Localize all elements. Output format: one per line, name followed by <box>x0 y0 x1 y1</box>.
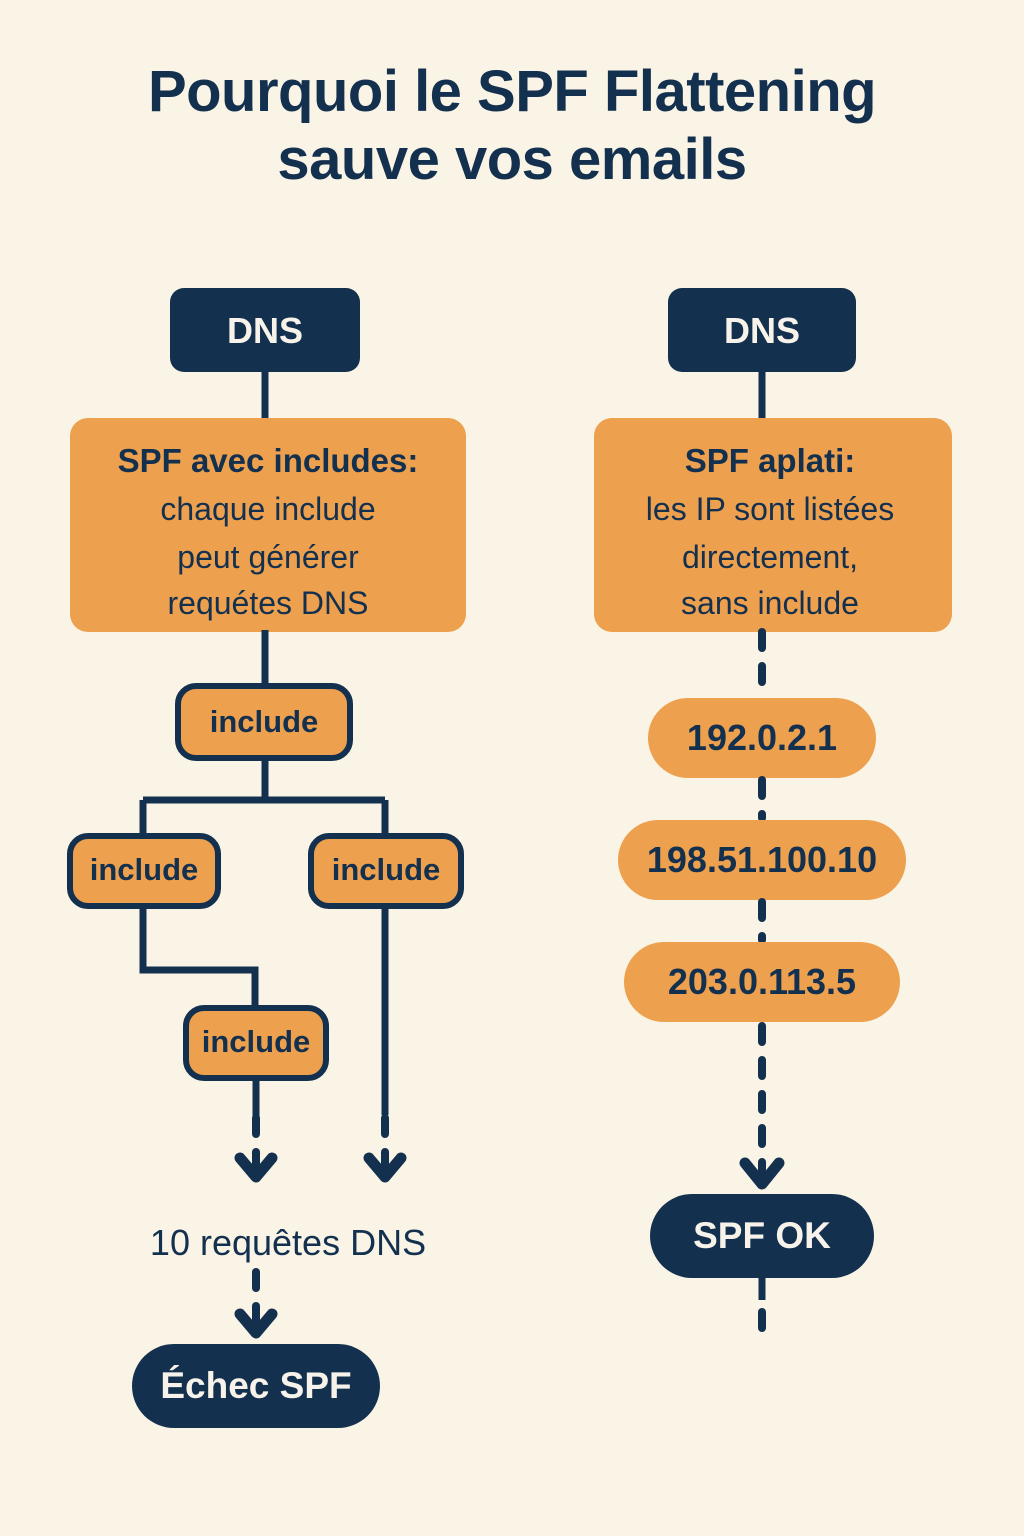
right-description-line-3: sans include <box>681 585 859 621</box>
left-dns-header-label: DNS <box>227 310 303 351</box>
left-include-node-1-label: include <box>210 704 319 739</box>
left-include-node-3-label: include <box>332 852 441 887</box>
right-ip-pill-1-label: 192.0.2.1 <box>687 717 837 758</box>
right-result-label: SPF OK <box>693 1215 831 1256</box>
right-dns-header-label: DNS <box>724 310 800 351</box>
right-arrowhead-result-icon <box>739 1157 785 1190</box>
left-arrowhead-a-icon <box>234 1152 278 1183</box>
left-result-pill <box>132 1344 380 1428</box>
left-arrowhead-b-icon <box>363 1152 407 1183</box>
left-result-label: Échec SPF <box>160 1365 351 1406</box>
left-description-line-3: requétes DNS <box>168 585 369 621</box>
right-ip-pill-2 <box>618 820 906 900</box>
left-description-line-2: peut générer <box>177 539 359 575</box>
page-title: Pourquoi le SPF Flattening sauve vos ema… <box>147 59 877 192</box>
left-query-count-annotation: 10 requêtes DNS <box>150 1222 426 1263</box>
right-description-heading: SPF aplati: <box>685 442 856 479</box>
right-ip-pill-3-label: 203.0.113.5 <box>668 961 856 1002</box>
right-ip-pill-2-label: 198.51.100.10 <box>647 839 877 880</box>
left-description-heading: SPF avec includes: <box>118 442 419 479</box>
right-description-line-1: les IP sont listées <box>646 491 894 527</box>
right-ip-pill-1 <box>648 698 876 778</box>
left-arrowhead-result-icon <box>234 1308 278 1339</box>
left-dns-header-box <box>170 288 360 372</box>
left-description-box <box>70 418 466 632</box>
left-include-node-4-label: include <box>202 1024 311 1059</box>
left-elbow-connector-to-include-4 <box>139 906 259 1010</box>
right-description-line-2: directement, <box>682 539 858 575</box>
left-include-node-2-label: include <box>90 852 199 887</box>
right-dns-header-box <box>668 288 856 372</box>
right-result-pill <box>650 1194 874 1278</box>
left-description-line-1: chaque include <box>160 491 375 527</box>
right-description-box <box>594 418 952 632</box>
right-ip-pill-3 <box>624 942 900 1022</box>
left-branch-split-connector <box>139 758 389 838</box>
